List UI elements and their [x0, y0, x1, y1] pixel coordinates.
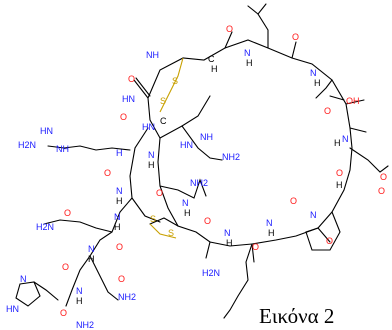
atom-label-h2n: H2N	[36, 222, 54, 232]
side-chains	[15, 3, 389, 319]
atom-label-nitrogen: N	[76, 286, 83, 296]
atom-label-h: H	[334, 138, 341, 148]
atom-label-hn: HN	[6, 304, 19, 314]
atom-label-nitrogen: N	[310, 68, 317, 78]
atom-label-oxygen: O	[290, 196, 297, 206]
atom-label-h: H	[116, 196, 123, 206]
atom-label-oxygen: O	[336, 168, 343, 178]
atom-label-oxygen: O	[252, 242, 259, 252]
atom-label-carbon: C	[208, 54, 215, 64]
atom-label-oxygen: O	[60, 308, 67, 318]
atom-label-hn: HN	[142, 122, 155, 132]
atom-label-oxygen: O	[204, 216, 211, 226]
atom-label-nitrogen: N	[88, 244, 95, 254]
atom-label-oxygen: O	[118, 274, 125, 284]
atom-label-oxygen: O	[380, 172, 387, 182]
atom-label-hn: HN	[180, 140, 193, 150]
atom-label-oxygen: O	[324, 106, 331, 116]
atom-label-nh: NH	[56, 144, 69, 154]
atom-label-h2n: H2N	[202, 268, 220, 278]
atom-labels: NH O C H O N H O N H OH O N H O O O H N …	[6, 24, 387, 330]
atom-label-oh: OH	[346, 96, 360, 106]
atom-label-oxygen: O	[128, 74, 135, 84]
atom-label-nitrogen: N	[244, 48, 251, 58]
atom-label-oxygen: O	[292, 32, 299, 42]
atom-label-nitrogen: N	[224, 228, 231, 238]
atom-label-h: H	[88, 254, 95, 264]
atom-label-h: H	[314, 78, 321, 88]
atom-label-nitrogen: N	[116, 186, 123, 196]
atom-label-h: H	[184, 208, 191, 218]
atom-label-h: H	[336, 180, 343, 190]
atom-label-oxygen: O	[64, 208, 71, 218]
atom-label-h: H	[148, 160, 155, 170]
atom-label-oxygen: O	[120, 112, 127, 122]
atom-label-h: H	[76, 296, 83, 306]
atom-label-h: H	[226, 238, 233, 248]
atom-label-nitrogen: N	[148, 150, 155, 160]
atom-label-nitrogen: N	[182, 198, 189, 208]
atom-label-oxygen: O	[62, 262, 69, 272]
atom-label-nitrogen: N	[114, 212, 121, 222]
atom-label-h: H	[268, 228, 275, 238]
atom-label-sulfur: S	[172, 76, 178, 86]
atom-label-h: H	[246, 58, 253, 68]
atom-label-hn: HN	[40, 126, 53, 136]
macrocycle-backbone	[129, 39, 353, 247]
disulfide-bonds	[149, 57, 184, 239]
atom-label-h2n: H2N	[18, 140, 36, 150]
atom-label-hn: HN	[122, 94, 135, 104]
atom-label-nh2: NH2	[118, 292, 136, 302]
atom-label-oxygen: O	[226, 24, 233, 34]
atom-label-h: H	[116, 148, 123, 158]
atom-label-sulfur: S	[160, 96, 166, 106]
atom-label-nitrogen: N	[342, 134, 349, 144]
atom-label-oxygen: O	[326, 236, 333, 246]
atom-label-h: H	[114, 222, 121, 232]
atom-label-nh2: NH2	[76, 320, 94, 330]
atom-label-nitrogen: N	[20, 274, 27, 284]
atom-label-sulfur: S	[168, 228, 174, 238]
atom-label-nh2: NH2	[222, 152, 240, 162]
atom-label-h: H	[211, 64, 218, 74]
atom-label-oxygen: O	[104, 168, 111, 178]
figure-caption: Εικόνα 2	[259, 304, 335, 328]
atom-label-nh: NH	[146, 50, 159, 60]
atom-label-nitrogen: N	[266, 218, 273, 228]
atom-label-oxygen: O	[156, 188, 163, 198]
carbonyl-bonds	[133, 31, 367, 263]
atom-label-sulfur: S	[150, 214, 156, 224]
atom-label-nitrogen: N	[310, 210, 317, 220]
atom-label-nh: NH	[200, 132, 213, 142]
atom-label-carbon: C	[160, 116, 167, 126]
atom-label-nh2: NH2	[190, 178, 208, 188]
atom-label-oxygen: O	[378, 186, 385, 196]
atom-label-oxygen: O	[116, 242, 123, 252]
